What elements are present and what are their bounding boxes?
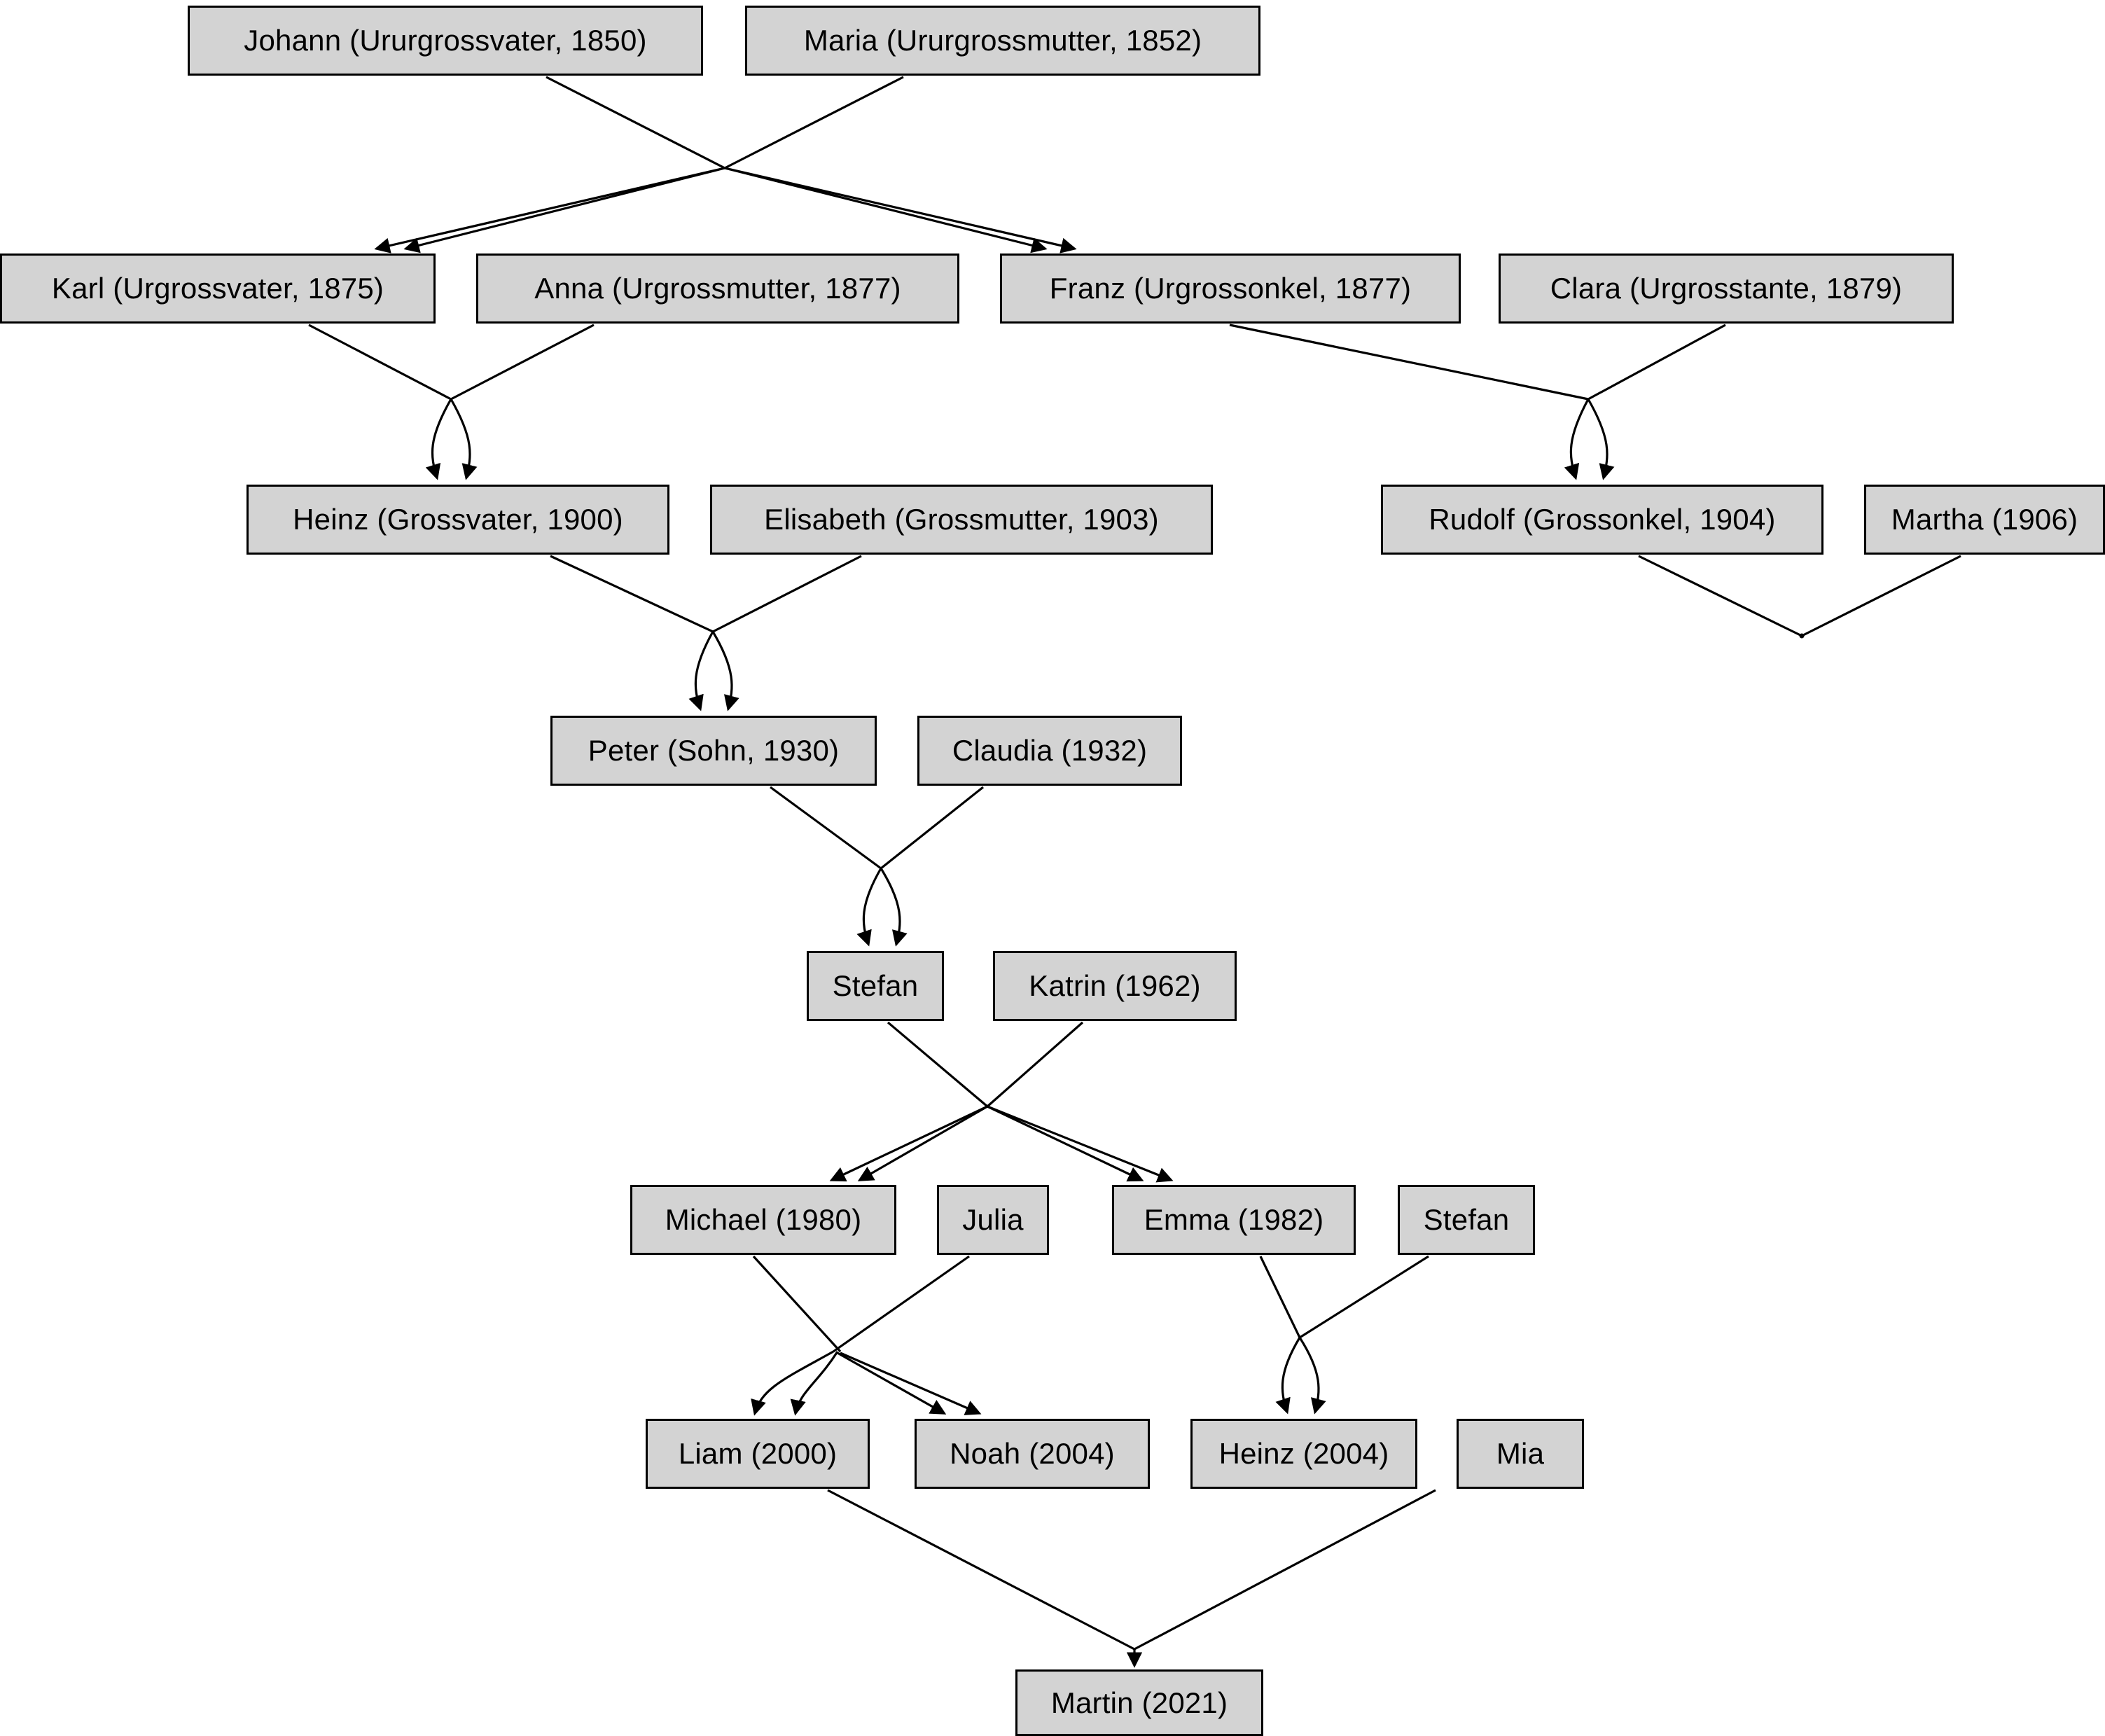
- node-rudolf[interactable]: Rudolf (Grossonkel, 1904): [1381, 485, 1823, 555]
- edge-karl-anna-to-heinz: [308, 324, 595, 480]
- node-stefan-1[interactable]: Stefan: [807, 951, 944, 1021]
- node-michael[interactable]: Michael (1980): [630, 1185, 896, 1255]
- edge-michael-julia-crossing: [751, 1255, 982, 1416]
- node-heinz-2004[interactable]: Heinz (2004): [1190, 1419, 1417, 1489]
- edge-emma-stefan-to-heinz2: [1259, 1255, 1429, 1415]
- node-martha[interactable]: Martha (1906): [1864, 485, 2105, 555]
- node-liam[interactable]: Liam (2000): [646, 1419, 870, 1489]
- edge-liam-mia-to-martin: [827, 1489, 1436, 1668]
- node-julia[interactable]: Julia: [937, 1185, 1049, 1255]
- edge-heinz-elisabeth-to-peter: [550, 555, 862, 711]
- node-peter[interactable]: Peter (Sohn, 1930): [550, 716, 877, 786]
- node-heinz-grossvater[interactable]: Heinz (Grossvater, 1900): [246, 485, 669, 555]
- node-johann[interactable]: Johann (Ururgrossvater, 1850): [188, 6, 703, 76]
- node-karl[interactable]: Karl (Urgrossvater, 1875): [0, 254, 436, 324]
- node-katrin[interactable]: Katrin (1962): [993, 951, 1237, 1021]
- edge-franz-clara-to-rudolf: [1229, 324, 1726, 480]
- edge-rudolf-martha-dangling: [1638, 555, 1961, 639]
- edge-peter-claudia-to-stefan: [770, 786, 984, 947]
- node-clara[interactable]: Clara (Urgrosstante, 1879): [1499, 254, 1954, 324]
- node-anna[interactable]: Anna (Urgrossmutter, 1877): [476, 254, 959, 324]
- node-stefan-2[interactable]: Stefan: [1398, 1185, 1535, 1255]
- node-noah[interactable]: Noah (2004): [915, 1419, 1150, 1489]
- edge-stefan-katrin-crossing: [829, 1021, 1174, 1183]
- node-mia[interactable]: Mia: [1457, 1419, 1584, 1489]
- node-martin[interactable]: Martin (2021): [1015, 1669, 1263, 1736]
- node-elisabeth[interactable]: Elisabeth (Grossmutter, 1903): [710, 485, 1213, 555]
- edge-johann-maria-crossing: [374, 76, 1077, 254]
- node-emma[interactable]: Emma (1982): [1112, 1185, 1356, 1255]
- node-claudia[interactable]: Claudia (1932): [917, 716, 1182, 786]
- node-franz[interactable]: Franz (Urgrossonkel, 1877): [1000, 254, 1461, 324]
- node-maria[interactable]: Maria (Ururgrossmutter, 1852): [745, 6, 1260, 76]
